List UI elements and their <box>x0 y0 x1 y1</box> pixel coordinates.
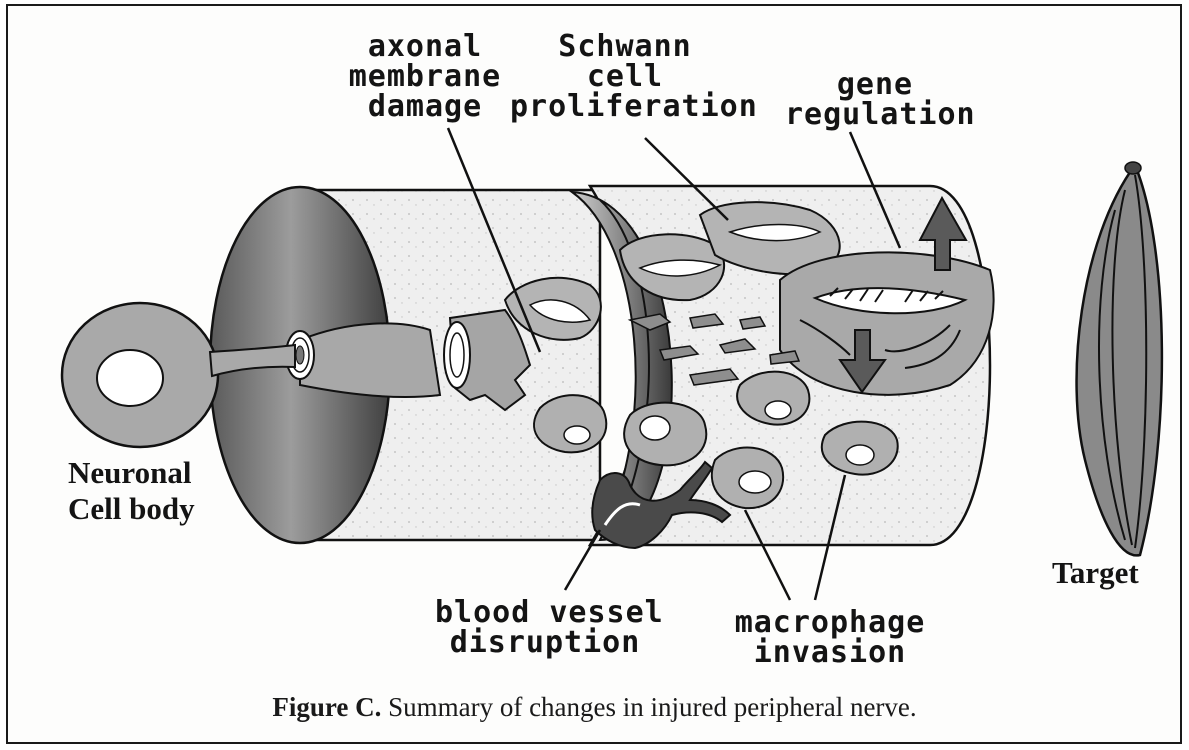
label-gene-regulation: gene regulation <box>785 70 965 130</box>
label-line: regulation <box>785 100 965 130</box>
figure-caption: Figure C. Summary of changes in injured … <box>0 692 1189 723</box>
label-line: invasion <box>715 638 945 668</box>
target-muscle <box>1077 162 1162 555</box>
label-line: Schwann <box>510 32 740 62</box>
caption-text: Summary of changes in injured peripheral… <box>381 692 916 722</box>
label-line: blood vessel <box>435 598 655 628</box>
label-blood-vessel-disruption: blood vessel disruption <box>435 598 655 658</box>
label-line: Neuronal <box>68 455 195 491</box>
label-line: gene <box>785 70 965 100</box>
schwann-nucleus <box>780 252 994 394</box>
label-target: Target <box>1052 555 1139 591</box>
label-line: Cell body <box>68 491 195 527</box>
label-line: axonal <box>340 32 510 62</box>
label-line: membrane <box>340 62 510 92</box>
label-schwann-cell-proliferation: Schwann cell proliferation <box>510 32 740 122</box>
caption-prefix: Figure C. <box>272 692 381 722</box>
label-line: cell <box>510 62 740 92</box>
label-macrophage-invasion: macrophage invasion <box>715 608 945 668</box>
label-line: disruption <box>435 628 655 658</box>
label-line: macrophage <box>715 608 945 638</box>
label-line: damage <box>340 92 510 122</box>
label-axonal-membrane-damage: axonal membrane damage <box>340 32 510 122</box>
label-neuronal-cell-body: Neuronal Cell body <box>68 455 195 527</box>
label-line: proliferation <box>510 92 740 122</box>
